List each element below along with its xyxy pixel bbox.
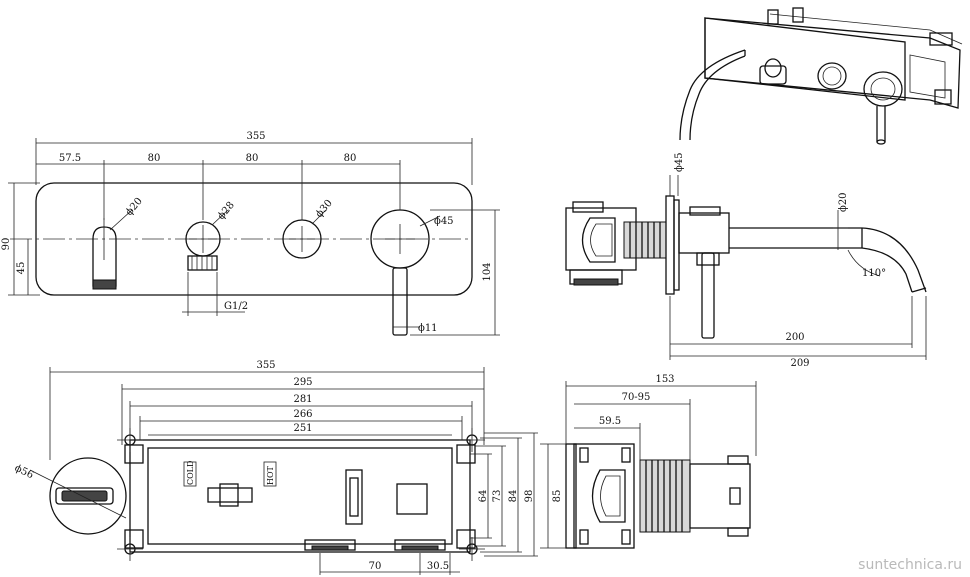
dim-rough-98: 98: [524, 490, 535, 503]
label-lever-shaft-dia: ϕ11: [418, 323, 438, 334]
dim-side-70-95: 70-95: [622, 392, 651, 403]
rough-in-side-dimensions: 153 70-95 59.5 85: [540, 374, 757, 549]
dim-front-height: 90: [1, 238, 12, 251]
dim-rough-295: 295: [293, 377, 312, 388]
dim-rough-73: 73: [492, 490, 503, 503]
dim-handle-drop: 104: [482, 262, 493, 281]
dim-rough-64: 64: [478, 490, 489, 503]
dim-rough-281: 281: [293, 394, 312, 405]
front-view: [10, 182, 473, 336]
dim-reach-200: 200: [785, 332, 804, 343]
label-knob-dia: ϕ30: [314, 198, 335, 220]
side-view-dimensions: ϕ45 ϕ20 110° 200 209: [669, 152, 927, 369]
dim-rough-84: 84: [508, 490, 519, 503]
dim-spacing-2: 80: [148, 153, 161, 164]
dim-spacing-1: 57.5: [59, 153, 81, 164]
label-hot: HOT: [266, 465, 275, 485]
label-diverter-dia: ϕ28: [216, 200, 237, 222]
label-cold: COLD: [186, 461, 195, 485]
label-thread: G1/2: [224, 301, 248, 312]
label-bend-angle: 110°: [862, 268, 886, 279]
dim-rough-355: 355: [256, 360, 275, 371]
dim-rough-30-5: 30.5: [427, 561, 449, 572]
dim-side-59-5: 59.5: [599, 416, 621, 427]
label-flange-dia: ϕ45: [674, 152, 685, 172]
dim-side-153: 153: [655, 374, 674, 385]
label-lever-dia: ϕ45: [434, 216, 454, 227]
dim-reach-209: 209: [790, 358, 809, 369]
watermark: suntechnica.ru: [858, 557, 962, 573]
dim-spacing-3: 80: [246, 153, 259, 164]
dim-rough-70: 70: [369, 561, 382, 572]
dim-center-height: 45: [16, 262, 27, 275]
label-knockout-dia: ϕ56: [13, 463, 35, 481]
label-spout-dia: ϕ20: [124, 196, 145, 218]
isometric-product-view: [679, 7, 963, 145]
rough-in-side-view: [565, 443, 751, 549]
rough-in-front-view: COLD HOT: [29, 428, 485, 561]
dim-spacing-4: 80: [344, 153, 357, 164]
dim-rough-266: 266: [293, 409, 312, 420]
dim-rough-251: 251: [293, 423, 312, 434]
dim-side-85: 85: [552, 490, 563, 503]
dim-front-width: 355: [246, 131, 265, 142]
rough-in-front-dimensions: 355 295 281 266 251 ϕ56 64 73 84 98: [13, 360, 538, 575]
front-view-dimensions: 355 57.5 80 80 80 90 45 104 ϕ20 ϕ28 ϕ30 …: [1, 131, 500, 336]
side-view: [565, 195, 927, 339]
label-side-spout-dia: ϕ20: [838, 192, 849, 212]
